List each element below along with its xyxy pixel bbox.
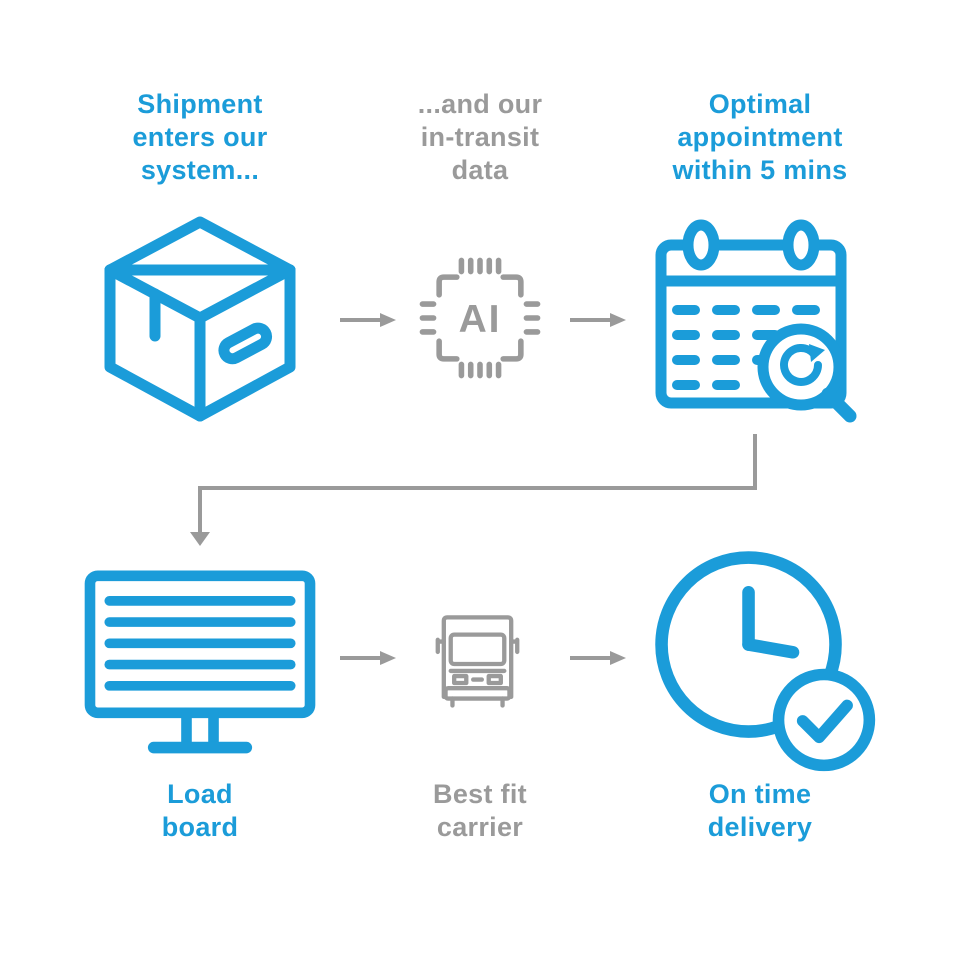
label-optimal-appointment: Optimal appointment within 5 mins <box>672 89 848 185</box>
load-board-monitor-icon <box>84 570 316 754</box>
arrow-right-icon <box>570 651 626 665</box>
refresh-arrowhead <box>809 344 825 362</box>
label-in-transit-data: ...and our in-transit data <box>417 89 543 185</box>
arrow-right-icon <box>570 313 626 327</box>
label-shipment-enters-system: Shipment enters our system... <box>132 89 268 185</box>
ai-chip-icon: AI <box>419 257 541 379</box>
label-best-fit-carrier: Best fit carrier <box>433 779 527 842</box>
arrow-right-icon <box>340 651 396 665</box>
calendar-search-icon <box>655 219 857 423</box>
label-on-time-delivery: On time delivery <box>707 779 813 842</box>
carrier-truck-icon <box>435 615 520 708</box>
ai-chip-label: AI <box>459 298 502 341</box>
shipment-box-icon <box>104 216 296 422</box>
on-time-clock-check-icon <box>655 551 876 772</box>
elbow-connector-arrow <box>190 434 757 546</box>
label-load-board: Load board <box>161 779 239 842</box>
arrow-right-icon <box>340 313 396 327</box>
